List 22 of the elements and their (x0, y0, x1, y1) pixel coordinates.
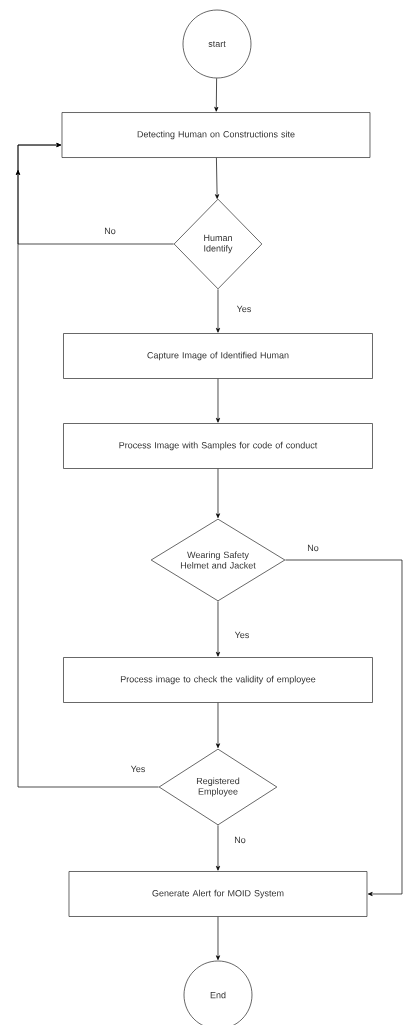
edge-label: Yes (129, 764, 147, 774)
arrow (285, 559, 403, 897)
arrow (215, 468, 221, 519)
edge-label: No (103, 226, 117, 236)
process-box: Capture Image of Identified Human (63, 333, 373, 379)
process-box: Process Image with Samples for code of conduct (63, 423, 373, 469)
arrow (215, 378, 221, 423)
arrow (215, 601, 221, 657)
arrow (15, 142, 159, 788)
edge-label: No (306, 543, 320, 553)
arrow (215, 157, 220, 199)
arrow (214, 78, 219, 112)
process-box: Process image to check the validity of employee (63, 657, 373, 703)
edge-label: No (233, 835, 247, 845)
arrow (215, 289, 221, 333)
edge-label: Yes (233, 630, 251, 640)
process-box: Detecting Human on Constructions site (61, 112, 371, 158)
arrow (215, 916, 221, 961)
arrow (215, 702, 221, 749)
process-box: Generate Alert for MOID System (68, 871, 368, 917)
arrow (215, 825, 221, 871)
edge-label: Yes (235, 304, 253, 314)
